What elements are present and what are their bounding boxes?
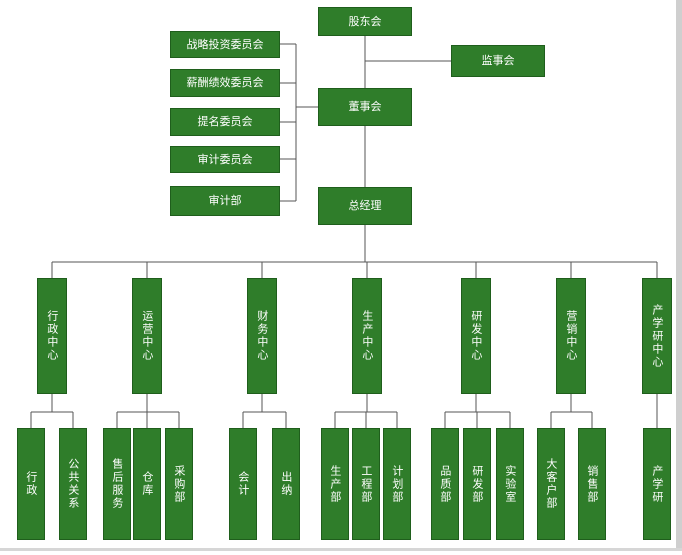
- node-engineering-dept: 工程部: [352, 428, 380, 540]
- node-sales-dept: 销售部: [578, 428, 606, 540]
- node-compensation-committee: 薪酬绩效委员会: [170, 69, 280, 97]
- node-supervisors: 监事会: [451, 45, 545, 77]
- node-finance-center: 财务中心: [247, 278, 277, 394]
- node-after-sales: 售后服务: [103, 428, 131, 540]
- node-admin: 行政: [17, 428, 45, 540]
- node-audit-dept: 审计部: [170, 186, 280, 216]
- node-nomination-committee: 提名委员会: [170, 108, 280, 136]
- node-sales-center: 营销中心: [556, 278, 586, 394]
- node-cashier: 出纳: [272, 428, 300, 540]
- node-key-accounts: 大客户部: [537, 428, 565, 540]
- node-planning-dept: 计划部: [383, 428, 411, 540]
- node-quality-dept: 品质部: [431, 428, 459, 540]
- node-production-center: 生产中心: [352, 278, 382, 394]
- node-strategy-committee: 战略投资委员会: [170, 31, 280, 58]
- node-shareholders: 股东会: [318, 7, 412, 36]
- node-accounting: 会计: [229, 428, 257, 540]
- node-iur: 产学研: [643, 428, 671, 540]
- node-gm: 总经理: [318, 187, 412, 225]
- node-public-relations: 公共关系: [59, 428, 87, 540]
- node-production-dept: 生产部: [321, 428, 349, 540]
- node-audit-committee: 审计委员会: [170, 146, 280, 173]
- node-rd-dept: 研发部: [463, 428, 491, 540]
- node-board: 董事会: [318, 88, 412, 126]
- node-admin-center: 行政中心: [37, 278, 67, 394]
- frame-bottom-edge: [0, 548, 682, 551]
- node-purchasing: 采购部: [165, 428, 193, 540]
- node-operations-center: 运营中心: [132, 278, 162, 394]
- node-laboratory: 实验室: [496, 428, 524, 540]
- node-iur-center: 产学研中心: [642, 278, 672, 394]
- node-warehouse: 仓库: [133, 428, 161, 540]
- node-rd-center: 研发中心: [461, 278, 491, 394]
- frame-right-edge: [676, 0, 682, 551]
